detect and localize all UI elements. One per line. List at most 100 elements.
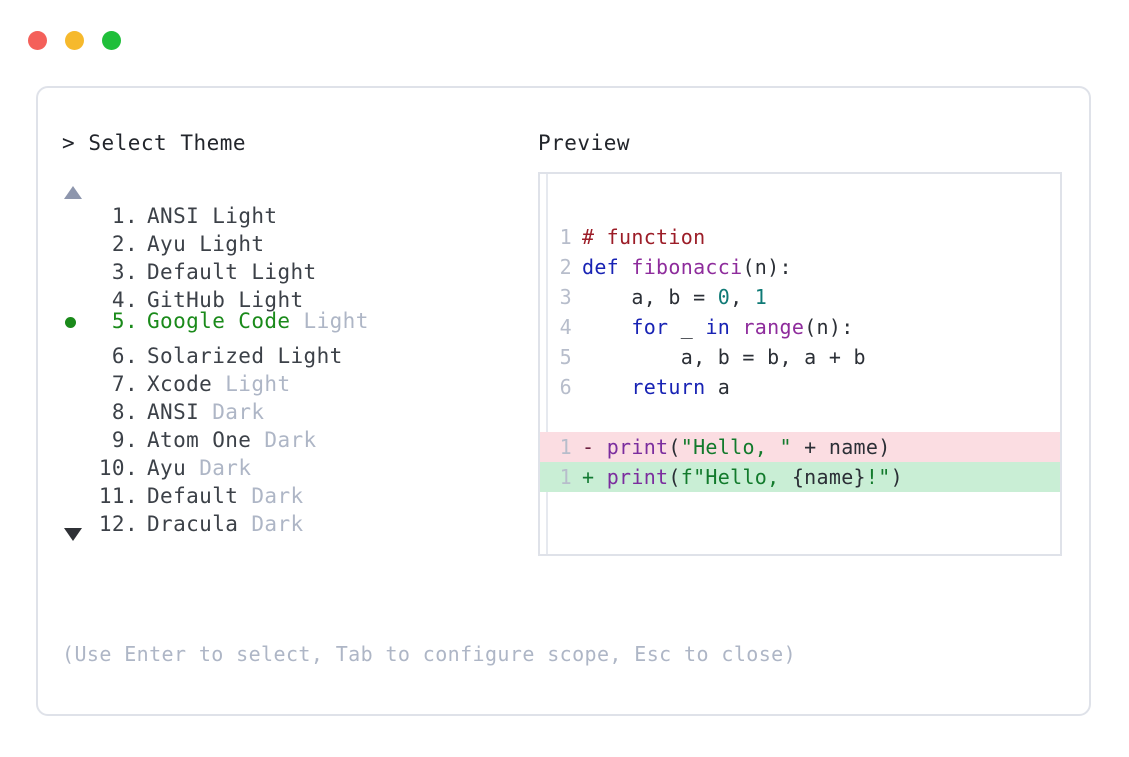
line-number: 6: [559, 375, 572, 399]
selection-bullet-cell: [62, 309, 92, 337]
code-line: 4 for _ in range(n):: [540, 312, 1060, 342]
theme-list-item[interactable]: 9.Atom One Dark: [62, 419, 532, 452]
selection-bullet-cell: [62, 335, 92, 363]
theme-item-name: Xcode: [147, 372, 213, 396]
spacer: [238, 482, 251, 510]
code-line: 1 + print(f"Hello, {name}!"): [540, 462, 1060, 492]
code-token: f"Hello,: [680, 465, 792, 489]
theme-item-index: 5.: [111, 309, 138, 333]
code-token: # function: [582, 225, 706, 249]
theme-list-item[interactable]: 1.ANSI Light: [62, 195, 532, 228]
close-button[interactable]: [28, 30, 47, 50]
theme-item-variant: Light: [238, 288, 304, 312]
selection-bullet-cell: [62, 391, 92, 419]
spacer: [264, 342, 277, 370]
line-number: 1: [559, 465, 572, 489]
code-token: +: [582, 465, 607, 489]
code-token: a, b = b, a + b: [582, 345, 866, 369]
theme-item-name: ANSI: [147, 400, 200, 424]
theme-item-name: Google Code: [147, 309, 291, 333]
triangle-down-icon: [64, 528, 82, 560]
code-token: (: [668, 435, 681, 459]
keyboard-hint: (Use Enter to select, Tab to configure s…: [62, 642, 797, 666]
page-title: Select Theme: [88, 131, 247, 155]
code-line: [540, 402, 1060, 432]
spacer: [290, 307, 303, 335]
theme-item-variant: Light: [225, 372, 291, 396]
code-token: [730, 315, 742, 339]
selection-bullet-icon: [65, 317, 76, 328]
code-token: (n):: [742, 255, 792, 279]
selection-bullet-cell: [62, 503, 92, 531]
code-token: a, b =: [582, 285, 718, 309]
code-line-content: a, b = b, a + b: [582, 342, 866, 372]
maximize-button[interactable]: [102, 30, 121, 50]
theme-list-item[interactable]: 4.GitHub Light: [62, 279, 532, 312]
theme-list-item[interactable]: 11.Default Dark: [62, 475, 532, 508]
gutter-rule: [546, 174, 548, 554]
code-token: -: [582, 435, 607, 459]
theme-item-variant: Dark: [264, 428, 317, 452]
theme-item-name: Ayu: [147, 456, 187, 480]
code-token: [582, 375, 631, 399]
code-token: [582, 315, 631, 339]
code-line-content: + print(f"Hello, {name}!"): [582, 462, 903, 492]
spacer: [186, 454, 199, 482]
code-token: for: [631, 315, 669, 339]
minimize-button[interactable]: [65, 30, 84, 50]
preview-label: Preview: [538, 131, 631, 155]
code-token: ,: [730, 285, 755, 309]
scroll-up-button[interactable]: [62, 167, 532, 199]
scroll-down-button[interactable]: [62, 528, 532, 563]
spacer: [199, 398, 212, 426]
theme-list-item[interactable]: 2.Ayu Light: [62, 223, 532, 256]
prompt-marker: >: [62, 131, 76, 155]
theme-item-variant: Dark: [199, 456, 252, 480]
spacer: [238, 510, 251, 538]
theme-item-name: Ayu: [147, 232, 187, 256]
spacer: [212, 370, 225, 398]
code-token: ): [890, 465, 903, 489]
theme-item-name: GitHub: [147, 288, 226, 312]
code-token: return: [631, 375, 706, 399]
code-line: 1- print("Hello, " + name): [540, 432, 1060, 462]
theme-item-index: 1.: [111, 204, 138, 228]
theme-list-item[interactable]: 12.Dracula Dark: [62, 503, 532, 536]
selection-bullet-cell: [62, 251, 92, 279]
code-token: 1: [754, 285, 768, 309]
theme-item-index: 3.: [111, 260, 138, 284]
code-token: + name): [791, 435, 891, 459]
theme-item-variant: Dark: [212, 400, 265, 424]
selection-bullet-cell: [62, 363, 92, 391]
line-number: 2: [559, 255, 572, 279]
code-line-content: return a: [582, 372, 730, 402]
theme-item-variant: Light: [277, 344, 343, 368]
theme-list-item[interactable]: 10.Ayu Dark: [62, 447, 532, 480]
code-line-content: for _ in range(n):: [582, 312, 854, 342]
code-line-content: - print("Hello, " + name): [582, 432, 891, 462]
theme-item-variant: Dark: [251, 512, 304, 536]
theme-item-variant: Dark: [251, 484, 304, 508]
theme-item-variant: Light: [212, 204, 278, 228]
line-number: 1: [559, 225, 572, 249]
code-line: 6 return a: [540, 372, 1060, 402]
theme-list-item[interactable]: 8.ANSI Dark: [62, 391, 532, 424]
theme-item-index: 2.: [111, 232, 138, 256]
selection-bullet-cell: [62, 419, 92, 447]
theme-list-item[interactable]: 3.Default Light: [62, 251, 532, 284]
theme-item-name: Dracula: [147, 512, 239, 536]
theme-list-item[interactable]: 5. Google Code Light: [62, 307, 532, 335]
theme-item-variant: Light: [303, 309, 369, 333]
code-token: (n):: [804, 315, 854, 339]
theme-list-item[interactable]: 7.Xcode Light: [62, 363, 532, 396]
prompt-row: > Select Theme: [62, 128, 532, 158]
theme-item-variant: Light: [251, 260, 317, 284]
selection-bullet-cell: [62, 447, 92, 475]
theme-list-item[interactable]: 6.Solarized Light: [62, 335, 532, 368]
theme-item-index: 6.: [111, 344, 138, 368]
